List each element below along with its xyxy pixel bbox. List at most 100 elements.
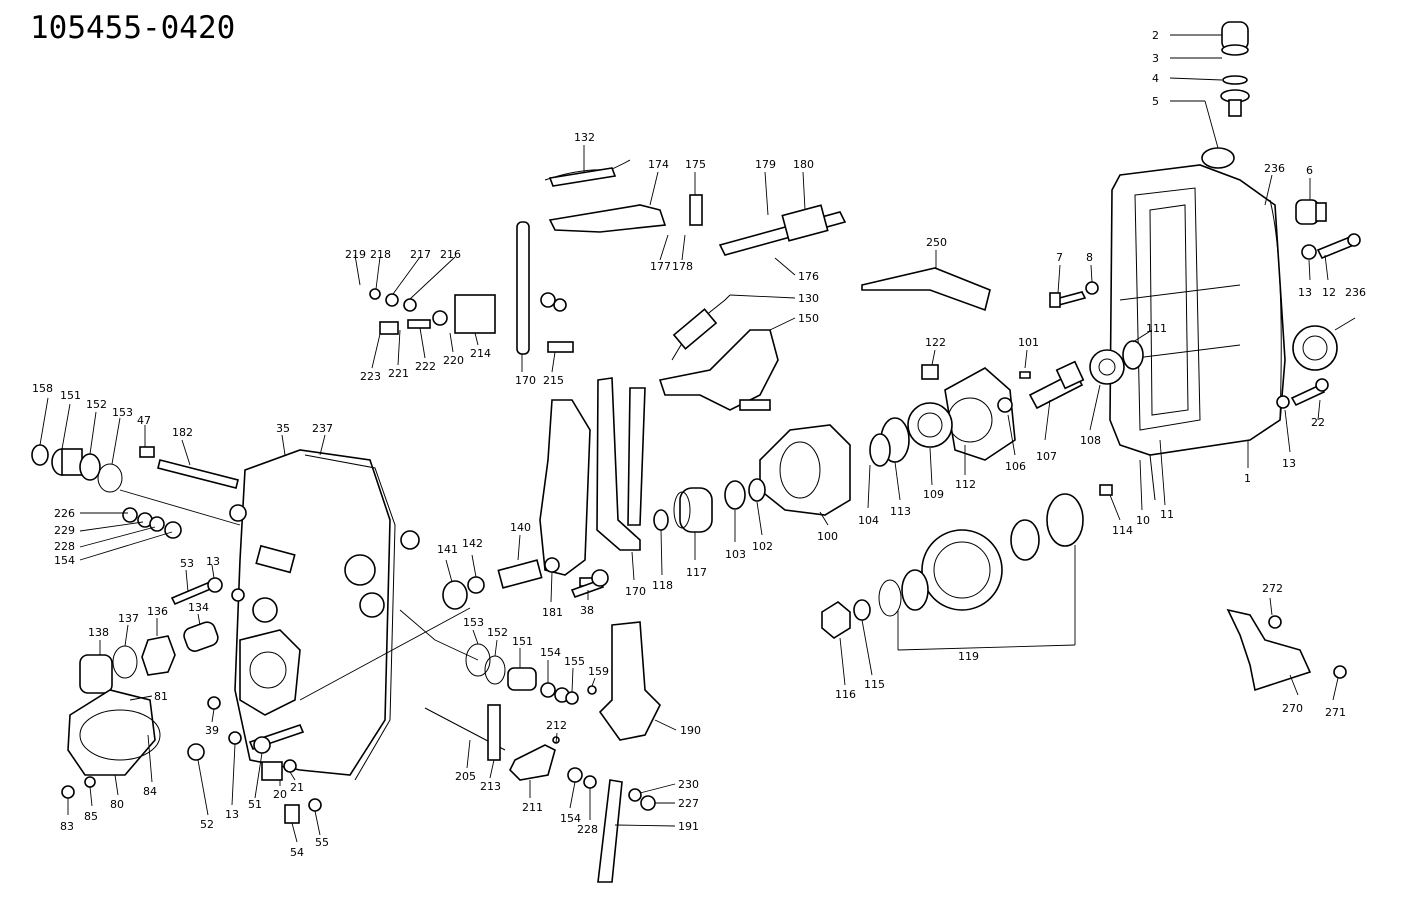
label-100: 100 [817, 530, 838, 543]
label-55: 55 [315, 836, 329, 849]
label-138: 138 [88, 626, 109, 639]
cap-138 [79, 654, 113, 694]
label-117: 117 [686, 566, 707, 579]
lever-190 [598, 621, 661, 741]
label-170a: 170 [625, 585, 646, 598]
label-271: 271 [1325, 706, 1346, 719]
part-labels: 2 3 4 5 6 236 7 8 13 12 236 111 101 122 … [32, 29, 1366, 859]
label-6: 6 [1306, 164, 1313, 177]
label-81: 81 [154, 690, 168, 703]
sleeve-151-lower [507, 667, 537, 691]
housing-gasket-236 [1269, 199, 1282, 421]
label-229: 229 [54, 524, 75, 537]
label-84: 84 [143, 785, 157, 798]
label-109: 109 [923, 488, 944, 501]
label-212: 212 [546, 719, 567, 732]
label-154a: 154 [54, 554, 75, 567]
label-8: 8 [1086, 251, 1093, 264]
label-227: 227 [678, 797, 699, 810]
label-182: 182 [172, 426, 193, 439]
label-136: 136 [147, 605, 168, 618]
label-226: 226 [54, 507, 75, 520]
rod-182 [157, 459, 239, 489]
label-153a: 153 [112, 406, 133, 419]
label-220: 220 [443, 354, 464, 367]
label-140: 140 [510, 521, 531, 534]
parts-drawing [31, 21, 1361, 883]
label-137: 137 [118, 612, 139, 625]
label-52: 52 [200, 818, 214, 831]
label-228b: 228 [577, 823, 598, 836]
block-214 [454, 294, 496, 334]
label-158: 158 [32, 382, 53, 395]
label-250: 250 [926, 236, 947, 249]
label-153b: 153 [463, 616, 484, 629]
label-270: 270 [1282, 702, 1303, 715]
label-222: 222 [415, 360, 436, 373]
label-111: 111 [1146, 322, 1167, 335]
label-142: 142 [462, 537, 483, 550]
label-175: 175 [685, 158, 706, 171]
label-159: 159 [588, 665, 609, 678]
label-205: 205 [455, 770, 476, 783]
label-112: 112 [955, 478, 976, 491]
label-150: 150 [798, 312, 819, 325]
link-170 [516, 221, 530, 355]
label-51: 51 [248, 798, 262, 811]
label-102: 102 [752, 540, 773, 553]
spring-140 [497, 559, 543, 589]
lever-181 [539, 399, 591, 576]
bearing-right [1292, 325, 1338, 371]
label-101: 101 [1018, 336, 1039, 349]
label-216: 216 [440, 248, 461, 261]
label-85: 85 [84, 810, 98, 823]
label-21: 21 [290, 781, 304, 794]
label-2: 2 [1152, 29, 1159, 42]
label-118: 118 [652, 579, 673, 592]
label-39: 39 [205, 724, 219, 737]
label-176: 176 [798, 270, 819, 283]
label-1: 1 [1244, 472, 1251, 485]
label-116a: 116 [835, 688, 856, 701]
label-11: 11 [1160, 508, 1174, 521]
label-47: 47 [137, 414, 151, 427]
label-154b: 154 [540, 646, 561, 659]
label-178: 178 [672, 260, 693, 273]
label-219: 219 [345, 248, 366, 261]
label-152a: 152 [86, 398, 107, 411]
label-54: 54 [290, 846, 304, 859]
label-141: 141 [437, 543, 458, 556]
label-214: 214 [470, 347, 491, 360]
label-5: 5 [1152, 95, 1159, 108]
label-215: 215 [543, 374, 564, 387]
spring-132 [548, 167, 617, 187]
label-13a: 13 [1298, 286, 1312, 299]
bracket-270 [1226, 608, 1312, 692]
label-174: 174 [648, 158, 669, 171]
label-13b: 13 [1282, 457, 1296, 470]
flange-80 [67, 689, 156, 776]
label-181: 181 [542, 606, 563, 619]
label-134: 134 [188, 601, 209, 614]
label-179: 179 [755, 158, 776, 171]
label-10: 10 [1136, 514, 1150, 527]
leader-lines [39, 34, 1356, 843]
label-115: 115 [864, 678, 885, 691]
label-80: 80 [110, 798, 124, 811]
label-177: 177 [650, 260, 671, 273]
label-272: 272 [1262, 582, 1283, 595]
label-223: 223 [360, 370, 381, 383]
label-154c: 154 [560, 812, 581, 825]
label-104: 104 [858, 514, 879, 527]
label-132: 132 [574, 131, 595, 144]
label-106: 106 [1005, 460, 1026, 473]
label-7: 7 [1056, 251, 1063, 264]
label-236a: 236 [1264, 162, 1285, 175]
label-151a: 151 [60, 389, 81, 402]
label-213: 213 [480, 780, 501, 793]
label-53: 53 [180, 557, 194, 570]
label-83: 83 [60, 820, 74, 833]
nut-136 [141, 635, 176, 676]
label-155: 155 [564, 655, 585, 668]
